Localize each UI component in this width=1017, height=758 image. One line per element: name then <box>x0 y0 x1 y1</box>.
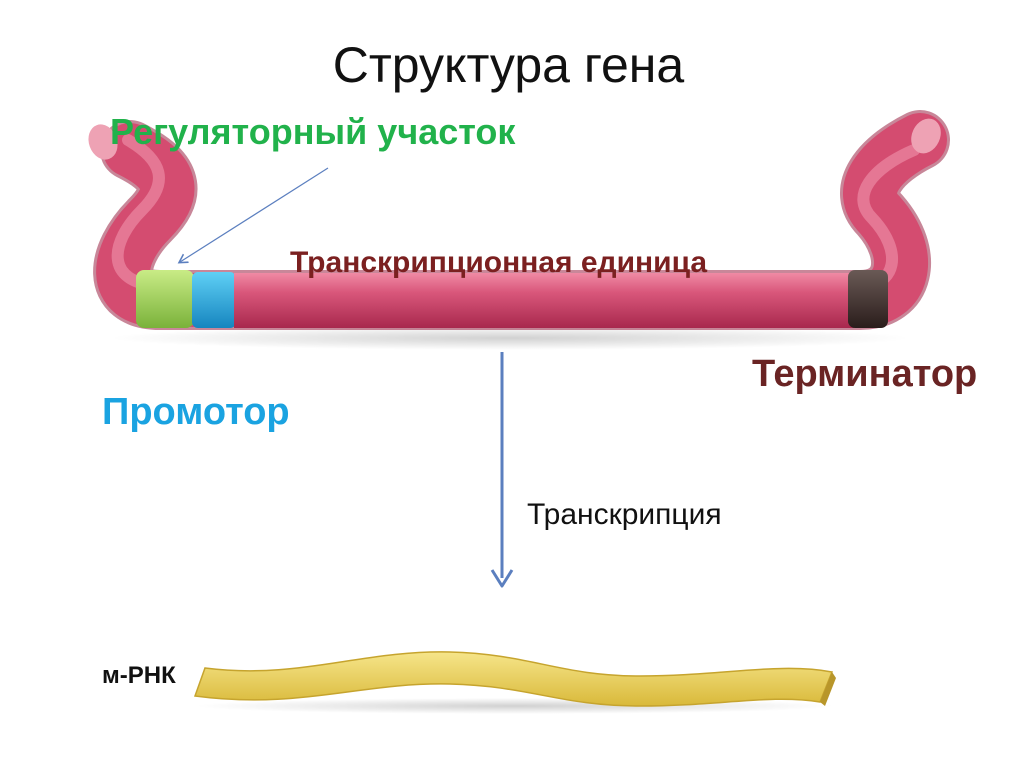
terminator-label: Терминатор <box>752 353 978 395</box>
regulatory-pointer-arrow <box>180 167 329 262</box>
promoter-label: Промотор <box>102 391 290 433</box>
promoter-segment <box>192 272 236 328</box>
transcription-arrow <box>490 352 514 588</box>
transcription-label: Транскрипция <box>527 498 722 531</box>
dna-molecule <box>88 110 950 330</box>
mrna-label: м-РНК <box>102 662 176 689</box>
transcription-unit-label: Транскрипционная единица <box>290 246 708 279</box>
mrna-strand <box>193 651 836 714</box>
regulatory-region-label: Регуляторный участок <box>110 111 516 152</box>
diagram-title: Структура гена <box>332 37 685 93</box>
terminator-segment <box>848 270 888 328</box>
regulatory-segment <box>136 270 194 328</box>
dna-shadow <box>110 326 910 350</box>
transcription-unit-segment <box>234 273 854 328</box>
